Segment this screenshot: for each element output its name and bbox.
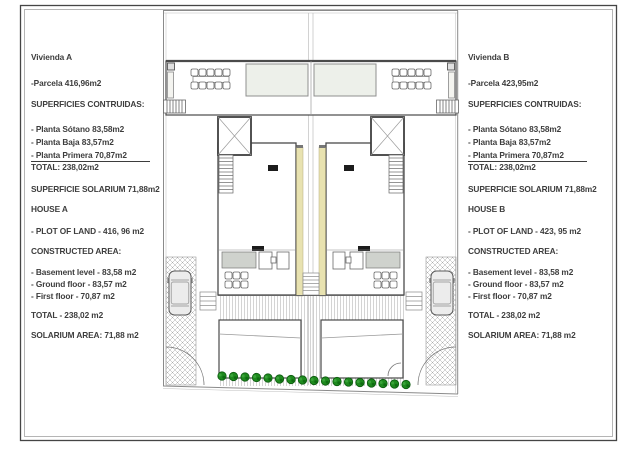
party-wall [296,145,326,297]
planter-a [167,62,175,71]
door-mark-a [268,165,278,171]
planter-b [447,62,455,71]
stairs-b [388,154,404,194]
house-b-superficies-head: SUPERFICIES CONTRUIDAS: [468,99,582,109]
house-a-plot: - PLOT OF LAND - 416, 96 m2 [31,226,145,236]
unit-a [217,116,297,296]
door-arc [387,362,402,377]
house-a-total-en: TOTAL - 238,02 m2 [31,310,104,320]
house-b-solarium-es: SUPERFICIE SOLARIUM 71,88m2 [468,184,597,194]
entry-steps [302,272,320,296]
house-a-title-en: HOUSE A [31,204,68,214]
door-mark-b [344,165,354,171]
stairs-a [218,154,234,194]
house-a-ground: - Ground floor - 83,57 m2 [31,279,127,289]
house-b-basement: - Basement level - 83,58 m2 [468,267,574,277]
solarium-level [163,59,459,116]
house-b-total-en: TOTAL - 238,02 m2 [468,310,541,320]
house-a-total-es: TOTAL: 238,02m2 [31,162,99,172]
car-icon-b [428,270,456,316]
house-b-ground: - Ground floor - 83,57 m2 [468,279,564,289]
house-b-title-en: HOUSE B [468,204,506,214]
house-a-spec-panel: Vivienda A -Parcela 416,96m2 SUPERFICIES… [31,0,181,452]
house-b-planta-sotano: - Planta Sótano 83,58m2 [468,124,562,134]
house-a-constructed-head: CONSTRUCTED AREA: [31,246,122,256]
pool-a [218,319,302,379]
house-b-planta-baja: - Planta Baja 83,57m2 [468,137,551,147]
gate-arc-b [417,346,457,386]
door-mark-b [358,246,370,251]
house-b-constructed-head: CONSTRUCTED AREA: [468,246,559,256]
house-b-spec-panel: Vivienda B -Parcela 423,95m2 SUPERFICIES… [468,0,618,452]
pergola-a [245,63,309,97]
house-b-parcela: -Parcela 423,95m2 [468,78,539,88]
house-a-planta-sotano: - Planta Sótano 83,58m2 [31,124,125,134]
house-b-solarium-en: SOLARIUM AREA: 71,88 m2 [468,330,576,340]
house-a-basement: - Basement level - 83,58 m2 [31,267,137,277]
house-a-solarium-en: SOLARIUM AREA: 71,88 m2 [31,330,139,340]
kitchen-counter-a [221,251,257,269]
sofa-b [332,251,364,270]
unit-b [325,116,405,296]
sofa-a [258,251,290,270]
page-border [19,4,618,442]
kitchen-counter-b [365,251,401,269]
dining-set-b [391,68,432,90]
house-b-title: Vivienda B [468,52,510,62]
house-a-solarium-es: SUPERFICIE SOLARIUM 71,88m2 [31,184,160,194]
planter-a [167,71,174,99]
house-a-title: Vivienda A [31,52,72,62]
house-a-superficies-head: SUPERFICIES CONTRUIDAS: [31,99,145,109]
house-b-plot: - PLOT OF LAND - 423, 95 m2 [468,226,582,236]
house-b-total-es: TOTAL: 238,02m2 [468,162,536,172]
house-a-planta-baja: - Planta Baja 83,57m2 [31,137,114,147]
side-steps-b [405,291,423,311]
roof-stairs-b [436,99,459,114]
house-b-first: - First floor - 70,87 m2 [468,291,552,301]
pool-b [320,319,404,379]
pergola-decks [245,63,377,97]
gate-arc-a [165,346,205,386]
house-a-planta-primera: - Planta Primera 70,87m2 [31,150,150,162]
house-b-planta-primera: - Planta Primera 70,87m2 [468,150,587,162]
pergola-b [313,63,377,97]
roof-stairs-a [163,99,186,114]
dining-set-a [190,68,231,90]
house-a-first: - First floor - 70,87 m2 [31,291,115,301]
side-steps-a [199,291,217,311]
planter-b [448,71,455,99]
house-a-parcela: -Parcela 416,96m2 [31,78,102,88]
door-mark-a [252,246,264,251]
